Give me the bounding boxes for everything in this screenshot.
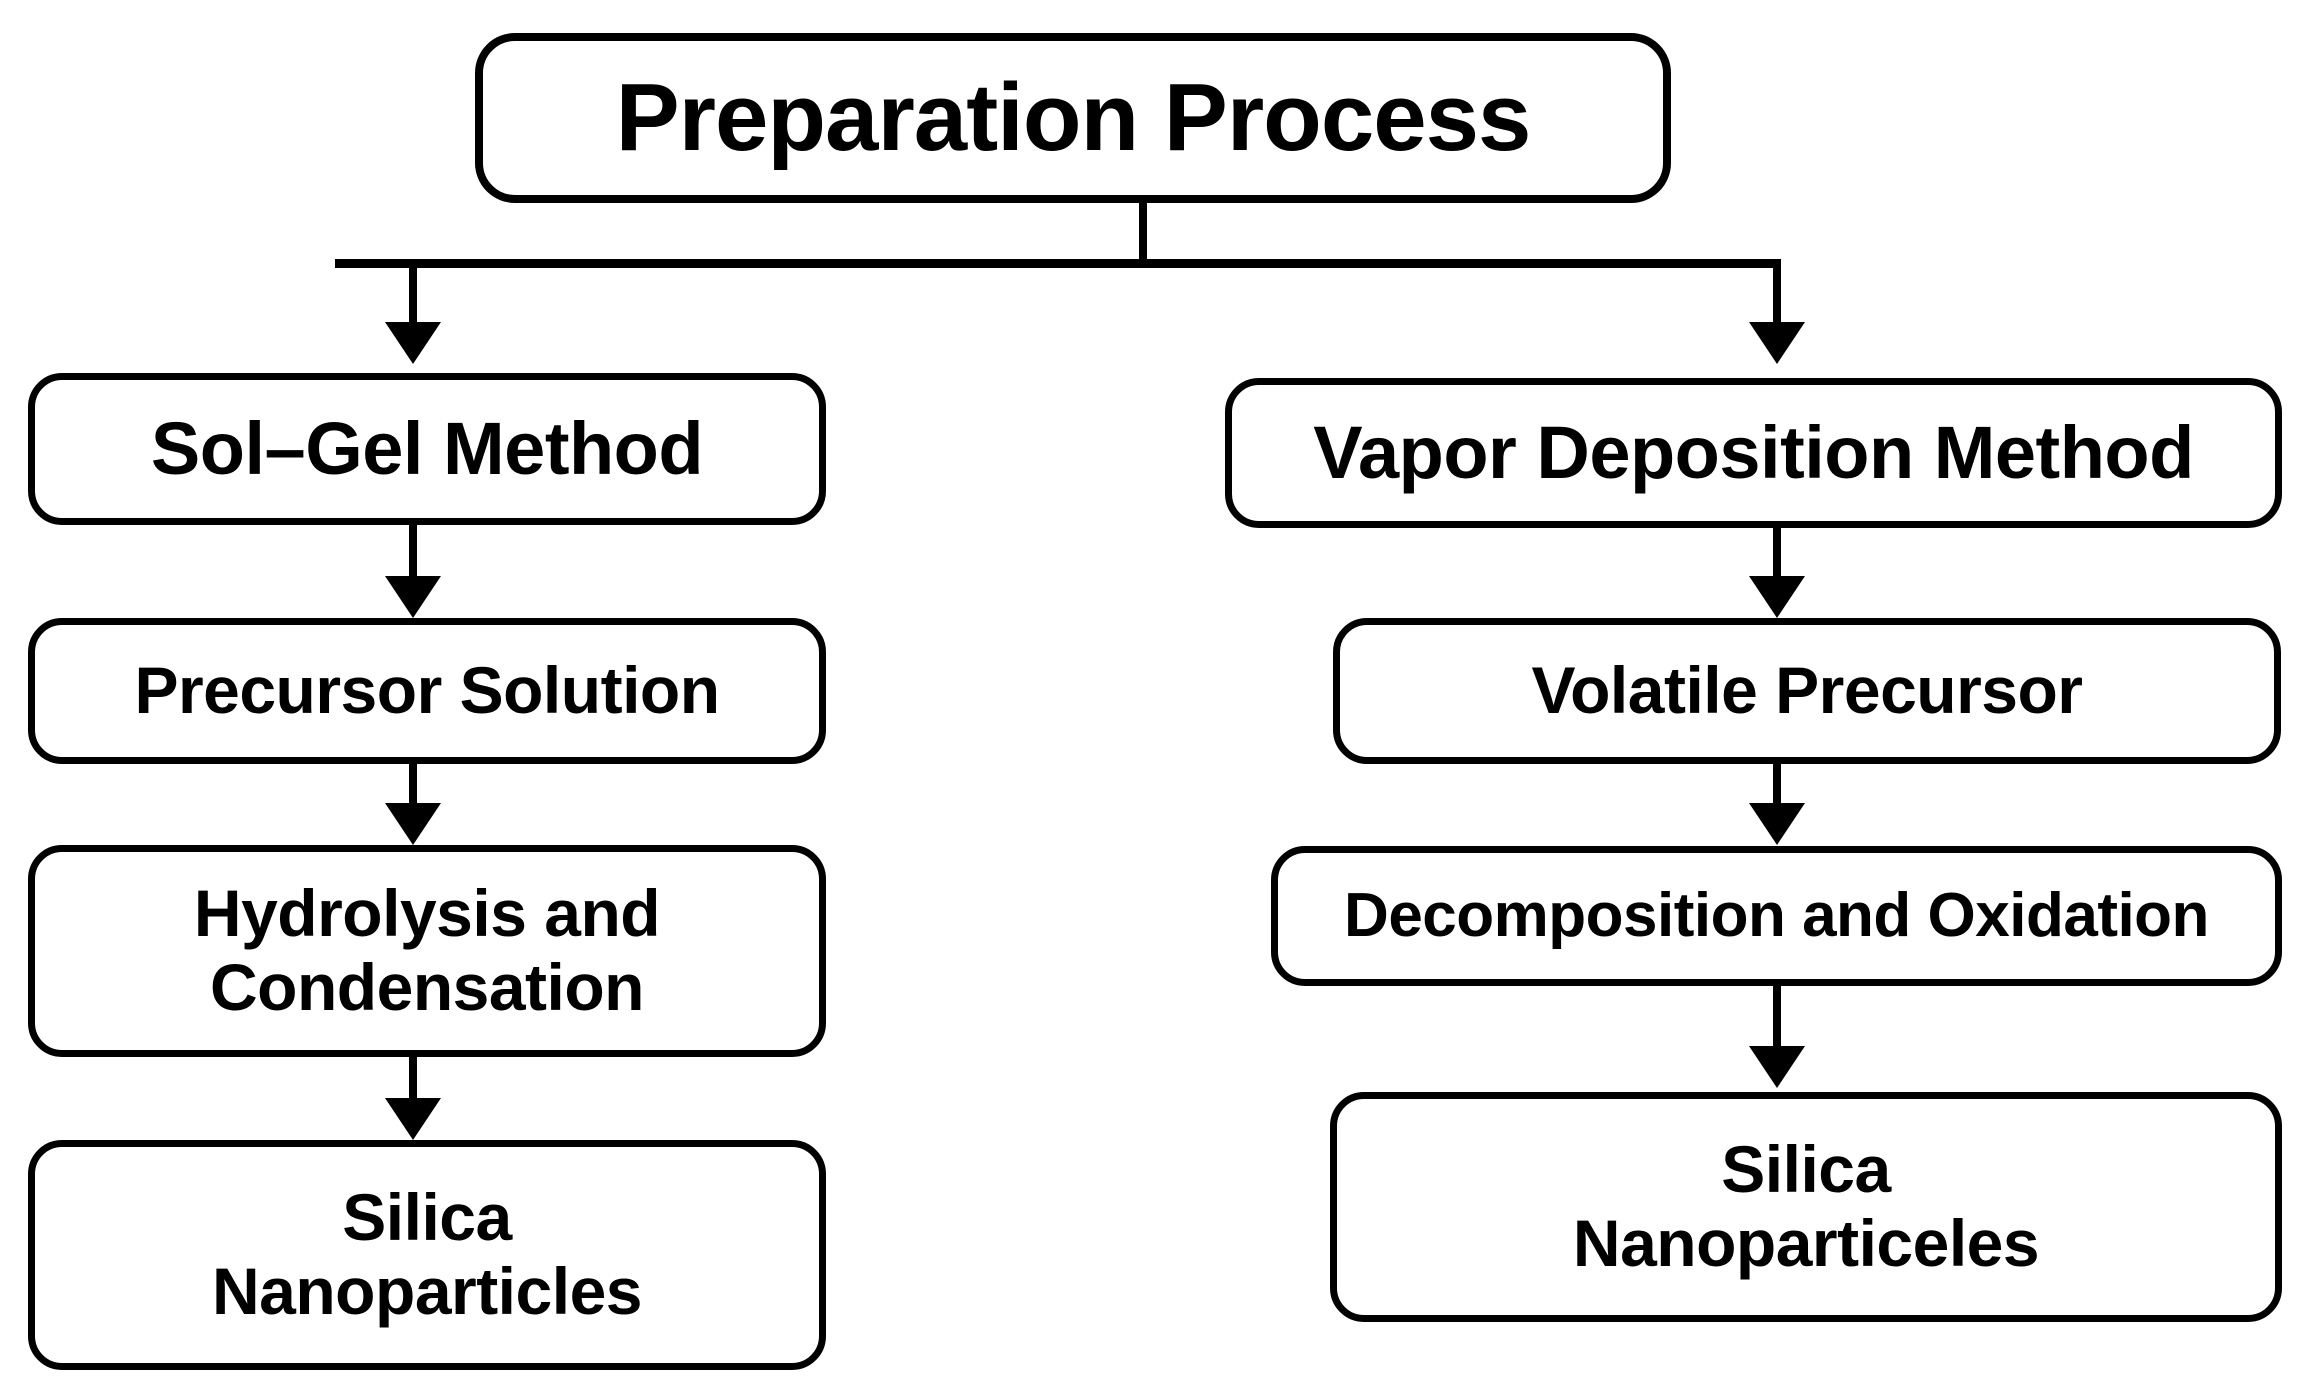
node-preparation-process: Preparation Process (475, 33, 1671, 203)
node-sol-gel-method: Sol–Gel Method (28, 373, 826, 525)
connector-decomposition-to-silica (1773, 986, 1781, 1048)
connector-branch-right-drop (1773, 259, 1781, 327)
arrow-down-icon-precursor-to-hydrolysis (385, 803, 441, 845)
connector-volatile-to-decomposition (1773, 764, 1781, 806)
node-precursor-solution: Precursor Solution (28, 618, 826, 764)
node-silica-nanoparticeles-right: Silica Nanoparticeles (1330, 1092, 2282, 1322)
connector-vapor-to-volatile (1773, 528, 1781, 580)
arrow-down-icon-vapor-to-volatile (1749, 576, 1805, 618)
arrow-down-icon-branch-right (1749, 322, 1805, 364)
node-vapor-deposition-method: Vapor Deposition Method (1225, 378, 2282, 528)
connector-hydrolysis-to-silica (409, 1057, 417, 1101)
arrow-down-icon-volatile-to-decomposition (1749, 803, 1805, 845)
node-hydrolysis-and-condensation: Hydrolysis and Condensation (28, 845, 826, 1057)
node-silica-nanoparticles-left: Silica Nanoparticles (28, 1140, 826, 1370)
connector-precursor-to-hydrolysis (409, 764, 417, 806)
node-volatile-precursor: Volatile Precursor (1333, 618, 2281, 764)
arrow-down-icon-hydrolysis-to-silica (385, 1098, 441, 1140)
arrow-down-icon-branch-left (385, 322, 441, 364)
arrow-down-icon-decomposition-to-silica (1749, 1046, 1805, 1088)
connector-title-trunk (1139, 203, 1147, 265)
connector-split-bar (335, 259, 1781, 268)
connector-branch-left-drop (409, 259, 417, 327)
node-decomposition-and-oxidation: Decomposition and Oxidation (1271, 846, 2282, 986)
arrow-down-icon-solgel-to-precursor (385, 576, 441, 618)
connector-solgel-to-precursor (409, 525, 417, 581)
